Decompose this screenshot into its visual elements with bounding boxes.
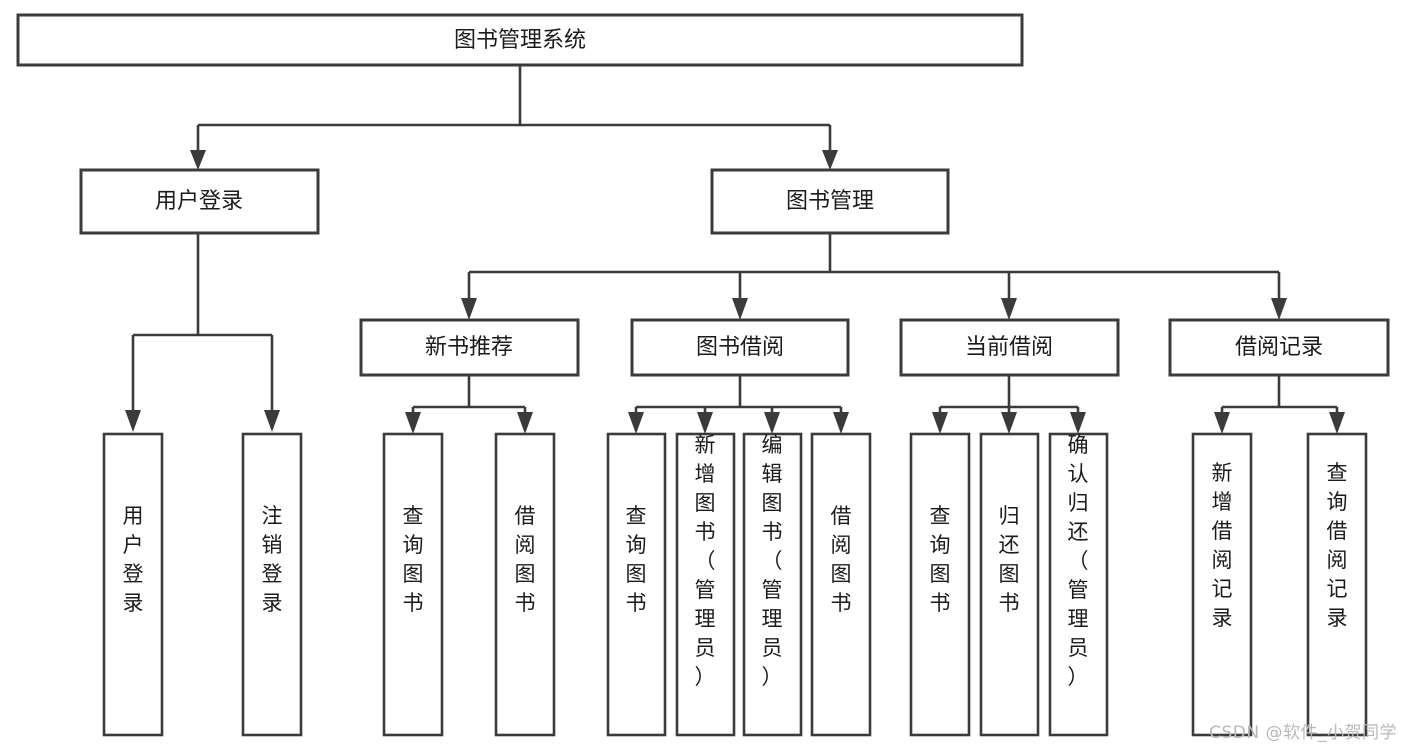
node-leaf-return-book-label: 归还图书 <box>999 504 1020 615</box>
node-new-book-rec-label: 新书推荐 <box>425 335 513 360</box>
edge-currentborrow-to-leaves <box>932 375 1086 434</box>
node-leaf-user-login-label: 用户登录 <box>123 504 144 615</box>
edge-newbook-to-leaves <box>405 375 533 434</box>
edge-root-to-level1 <box>190 65 838 170</box>
node-leaf-query-record[interactable]: 查询借阅记录 <box>1306 432 1368 737</box>
node-user-login-label: 用户登录 <box>155 189 243 214</box>
node-current-borrow[interactable]: 当前借阅 <box>899 318 1120 377</box>
node-leaf-edit-book[interactable]: 编辑图书（管理员） <box>742 432 803 737</box>
node-leaf-borrow-book-1[interactable]: 借阅图书 <box>494 432 556 737</box>
edge-bookborrow-to-leaves <box>628 375 849 434</box>
node-root-label: 图书管理系统 <box>454 28 586 53</box>
node-leaf-query-book-3-label: 查询图书 <box>930 504 951 615</box>
edge-userlogin-to-leaves <box>125 233 280 432</box>
node-leaf-add-record-label: 新增借阅记录 <box>1212 461 1233 630</box>
node-leaf-borrow-book-1-label: 借阅图书 <box>515 504 536 615</box>
node-book-manage-label: 图书管理 <box>786 189 874 214</box>
node-book-manage[interactable]: 图书管理 <box>710 168 950 235</box>
node-leaf-borrow-book-2-label: 借阅图书 <box>831 504 852 615</box>
edge-borrowrecord-to-leaves <box>1214 375 1345 434</box>
node-borrow-record[interactable]: 借阅记录 <box>1168 318 1390 377</box>
node-root[interactable]: 图书管理系统 <box>16 13 1024 67</box>
node-borrow-record-label: 借阅记录 <box>1235 335 1323 360</box>
node-leaf-borrow-book-2[interactable]: 借阅图书 <box>810 432 872 737</box>
node-leaf-confirm-return[interactable]: 确认归还（管理员） <box>1048 432 1109 737</box>
node-book-borrow[interactable]: 图书借阅 <box>630 318 850 377</box>
node-leaf-query-book-2-label: 查询图书 <box>626 504 647 615</box>
node-leaf-query-book-1[interactable]: 查询图书 <box>382 432 444 737</box>
node-leaf-query-book-1-label: 查询图书 <box>403 504 424 615</box>
node-leaf-user-logout[interactable]: 注销登录 <box>241 432 303 737</box>
node-leaf-user-login[interactable]: 用户登录 <box>102 432 164 737</box>
node-leaf-confirm-return-label: 确认归还（管理员） <box>1068 433 1089 689</box>
connector-layer <box>125 65 1345 434</box>
node-leaf-query-record-label: 查询借阅记录 <box>1327 461 1348 630</box>
node-leaf-add-record[interactable]: 新增借阅记录 <box>1191 432 1253 737</box>
node-leaf-edit-book-label: 编辑图书（管理员） <box>762 433 783 689</box>
edge-bookmanage-to-level2 <box>461 233 1287 320</box>
node-user-login[interactable]: 用户登录 <box>79 168 320 235</box>
node-current-borrow-label: 当前借阅 <box>965 335 1053 360</box>
node-leaf-add-book-label: 新增图书（管理员） <box>695 433 716 689</box>
node-leaf-user-logout-label: 注销登录 <box>262 504 283 615</box>
node-leaf-return-book[interactable]: 归还图书 <box>979 432 1040 737</box>
node-new-book-rec[interactable]: 新书推荐 <box>359 318 580 377</box>
node-leaf-add-book[interactable]: 新增图书（管理员） <box>675 432 736 737</box>
node-leaf-query-book-2[interactable]: 查询图书 <box>606 432 667 737</box>
node-book-borrow-label: 图书借阅 <box>696 335 784 360</box>
node-leaf-query-book-3[interactable]: 查询图书 <box>909 432 971 737</box>
